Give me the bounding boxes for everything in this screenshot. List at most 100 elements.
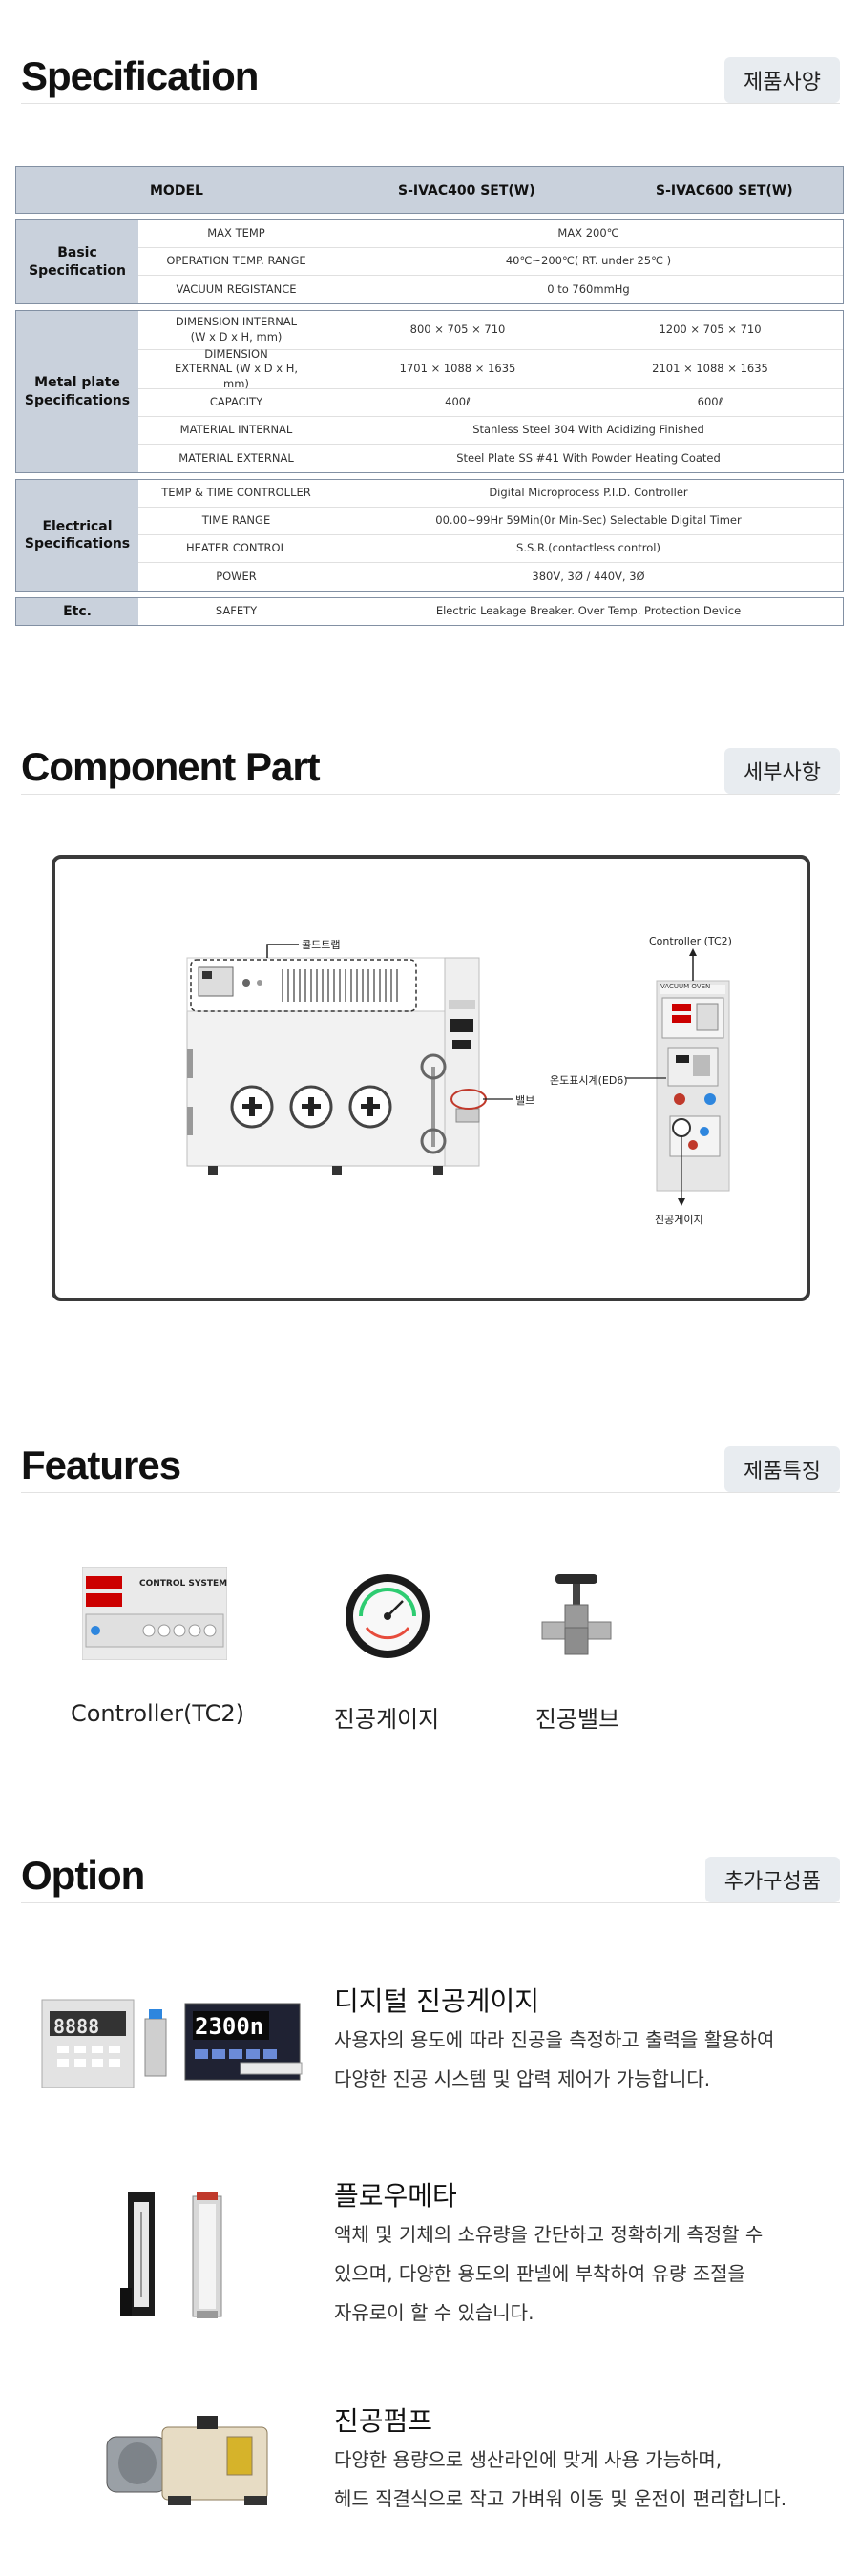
spec-title: Specification: [21, 53, 259, 98]
features-divider: [21, 1492, 840, 1493]
digital-vacuum-gauge-image: [41, 1999, 303, 2088]
option-desc-line: 액체 및 기체의 소유량을 간단하고 정확하게 측정할 수: [334, 2223, 764, 2246]
row-value: 40℃~200℃( RT. under 25℃ ): [505, 254, 672, 268]
row-value: MAX 200℃: [557, 226, 619, 240]
group-basic: Basic Specification MAX TEMP MAX 200℃ OP…: [15, 219, 844, 304]
option-desc-line: 다양한 진공 시스템 및 압력 제어가 가능합니다.: [334, 2067, 711, 2090]
row-value-400: 400ℓ: [445, 395, 471, 409]
spec-section-header: Specification 제품사양: [21, 53, 849, 120]
component-divider: [21, 794, 840, 795]
row-key: HEATER CONTROL: [186, 541, 286, 555]
group-basic-label: Basic Specification: [16, 220, 138, 303]
header-model: MODEL: [150, 183, 203, 198]
component-section-header: Component Part 세부사항: [21, 744, 849, 811]
row-key: DIMENSION EXTERNAL (W x D x H, mm): [175, 346, 299, 390]
spec-table: MODEL S-IVAC400 SET(W) S-IVAC600 SET(W) …: [15, 166, 844, 626]
row-key: SAFETY: [215, 604, 258, 618]
header-model-600: S-IVAC600 SET(W): [656, 183, 793, 198]
row-value-400: 1701 × 1088 × 1635: [399, 362, 516, 376]
row-value: 0 to 760mmHg: [547, 281, 630, 296]
label-valve: 밸브: [515, 1094, 535, 1107]
features-title: Features: [21, 1443, 181, 1487]
option-desc-digital-gauge: 사용자의 용도에 따라 진공을 측정하고 출력을 활용하여 다양한 진공 시스템…: [334, 2021, 849, 2099]
controller-image-label: CONTROL SYSTEM: [139, 1579, 228, 1589]
row-value: Stanless Steel 304 With Acidizing Finish…: [472, 423, 704, 437]
vacuum-valve-image: [541, 1574, 612, 1655]
row-value: Steel Plate SS #41 With Powder Heating C…: [456, 450, 721, 465]
row-value: S.S.R.(contactless control): [516, 541, 660, 555]
header-model-400: S-IVAC400 SET(W): [398, 183, 535, 198]
option-badge: 추가구성품: [704, 1857, 840, 1902]
row-key: MAX TEMP: [207, 226, 265, 240]
features-section-header: Features 제품특징: [21, 1443, 849, 1509]
row-key: DIMENSION INTERNAL (W x D x H, mm): [175, 315, 298, 343]
label-cold-trap: 콜드트랩: [302, 939, 341, 951]
digital-gauge-reading: 2300n: [195, 2013, 264, 2040]
vacuum-gauge-image: [346, 1574, 430, 1658]
row-dim-ext: DIMENSION EXTERNAL (W x D x H, mm) 1701 …: [138, 346, 843, 390]
option-desc-line: 헤드 직결식으로 작고 가벼워 이동 및 운전이 편리합니다.: [334, 2487, 787, 2510]
option-desc-line: 있으며, 다양한 용도의 판넬에 부착하여 유량 조절을: [334, 2262, 745, 2285]
group-etc: Etc. SAFETY Electric Leakage Breaker. Ov…: [15, 597, 844, 626]
row-capacity: CAPACITY 400ℓ 600ℓ: [138, 389, 843, 417]
option-desc-line: 사용자의 용도에 따라 진공을 측정하고 출력을 활용하여: [334, 2028, 775, 2051]
component-panel: 콜드트랩 밸브 Controller (TC2) 온도표시계(ED6) 진공게이…: [52, 855, 810, 1301]
label-controller: Controller (TC2): [649, 935, 732, 947]
option-title-flowmeter: 플로우메타: [334, 2180, 457, 2212]
row-mat-int: MATERIAL INTERNAL Stanless Steel 304 Wit…: [138, 417, 843, 445]
row-value-600: 600ℓ: [697, 395, 723, 409]
group-elec: Electrical Specifications TEMP & TIME CO…: [15, 479, 844, 592]
row-value: 00.00~99Hr 59Min(0r Min-Sec) Selectable …: [435, 513, 742, 528]
label-vacuum-gauge: 진공게이지: [655, 1214, 703, 1226]
group-elec-label: Electrical Specifications: [16, 480, 138, 591]
row-heater: HEATER CONTROL S.S.R.(contactless contro…: [138, 535, 843, 563]
row-vacuum: VACUUM REGISTANCE 0 to 760mmHg: [138, 276, 843, 303]
group-metal-label: Metal plate Specifications: [16, 311, 138, 472]
controller-image: [82, 1567, 227, 1660]
feature-label-vacuum-gauge: 진공게이지: [333, 1706, 440, 1733]
row-key: CAPACITY: [209, 395, 263, 409]
row-key: TIME RANGE: [201, 513, 271, 528]
option-divider: [21, 1902, 840, 1903]
row-value-400: 800 × 705 × 710: [409, 322, 506, 337]
option-desc-line: 다양한 용량으로 생산라인에 맞게 사용 가능하며,: [334, 2448, 723, 2471]
row-power: POWER 380V, 3Ø / 440V, 3Ø: [138, 563, 843, 591]
option-desc-flowmeter: 액체 및 기체의 소유량을 간단하고 정확하게 측정할 수 있으며, 다양한 용…: [334, 2215, 849, 2333]
vacuum-oven-illustration: [186, 944, 730, 1206]
digital-gauge-reading-b: 8888: [53, 2015, 100, 2038]
feature-label-controller: Controller(TC2): [70, 1700, 245, 1727]
vacuum-pump-image: [106, 2416, 268, 2505]
feature-label-vacuum-valve: 진공밸브: [534, 1706, 620, 1733]
option-title-vacuum-pump: 진공펌프: [334, 2405, 433, 2437]
spec-divider: [21, 103, 840, 104]
row-dim-int: DIMENSION INTERNAL (W x D x H, mm) 800 ×…: [138, 311, 843, 350]
component-badge: 세부사항: [724, 748, 840, 794]
spec-badge: 제품사양: [724, 57, 840, 103]
option-section-header: Option 추가구성품: [21, 1853, 849, 1920]
flowmeter-image: [120, 2192, 222, 2318]
row-value: Digital Microprocess P.I.D. Controller: [489, 486, 688, 500]
option-title: Option: [21, 1853, 145, 1898]
vacuum-oven-panel-text: VACUUM OVEN: [660, 983, 711, 990]
spec-table-header: MODEL S-IVAC400 SET(W) S-IVAC600 SET(W): [15, 166, 844, 214]
row-key: MATERIAL EXTERNAL: [178, 450, 294, 465]
row-mat-ext: MATERIAL EXTERNAL Steel Plate SS #41 Wit…: [138, 445, 843, 472]
features-badge: 제품특징: [724, 1446, 840, 1492]
row-key: MATERIAL INTERNAL: [179, 423, 293, 437]
row-max-temp: MAX TEMP MAX 200℃: [138, 220, 843, 248]
row-controller: TEMP & TIME CONTROLLER Digital Microproc…: [138, 480, 843, 508]
group-metal: Metal plate Specifications DIMENSION INT…: [15, 310, 844, 473]
row-key: TEMP & TIME CONTROLLER: [161, 486, 311, 500]
row-value-600: 2101 × 1088 × 1635: [652, 362, 768, 376]
group-etc-label: Etc.: [16, 598, 138, 625]
row-value: Electric Leakage Breaker. Over Temp. Pro…: [435, 604, 742, 618]
row-key: POWER: [216, 569, 257, 583]
option-desc-vacuum-pump: 다양한 용량으로 생산라인에 맞게 사용 가능하며, 헤드 직결식으로 작고 가…: [334, 2441, 849, 2519]
row-key: OPERATION TEMP. RANGE: [166, 254, 306, 268]
row-time: TIME RANGE 00.00~99Hr 59Min(0r Min-Sec) …: [138, 508, 843, 535]
option-title-digital-gauge: 디지털 진공게이지: [334, 1985, 539, 2017]
row-value: 380V, 3Ø / 440V, 3Ø: [532, 569, 645, 583]
row-safety: SAFETY Electric Leakage Breaker. Over Te…: [138, 598, 843, 625]
label-temp-display: 온도표시계(ED6): [550, 1074, 628, 1087]
row-op-range: OPERATION TEMP. RANGE 40℃~200℃( RT. unde…: [138, 248, 843, 276]
